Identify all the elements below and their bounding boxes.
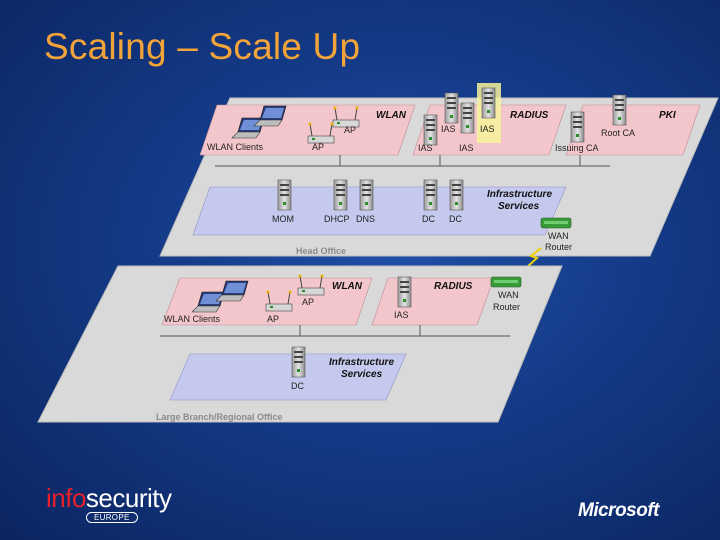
wan-router-icon [490,276,522,288]
server-icon [423,179,438,211]
ap-label: AP [312,142,324,152]
branch-wlan-panel: WLAN AP AP WLAN Clients [161,274,373,326]
branch-wlan-header: WLAN [332,281,363,292]
infra-header: Services [498,201,540,212]
dc-label: DC [422,214,435,224]
infosecurity-logo: infosecurity EUROPE [46,483,172,523]
ias-label: IAS [459,143,474,153]
ap-label: AP [267,314,279,324]
branch-infra-panel: Infrastructure Services DC [169,346,407,401]
head-radius-panel: RADIUS IAS IAS IAS IAS [412,83,567,156]
ap-label: AP [344,125,356,135]
server-icon [481,87,496,119]
server-icon [570,111,585,143]
infra-header: Services [341,369,383,380]
logo-region-text: EUROPE [86,512,138,523]
server-icon [444,92,459,124]
ias-label: IAS [394,310,409,320]
ias-label: IAS [441,124,456,134]
logo-security-text: security [85,483,172,513]
root-ca-label: Root CA [601,128,635,138]
wan-link-icon [525,247,542,269]
dhcp-label: DHCP [324,214,350,224]
server-icon [359,179,374,211]
server-icon [423,114,438,146]
server-icon [460,102,475,134]
issuing-ca-label: Issuing CA [555,143,599,153]
dc-label: DC [449,214,462,224]
wlan-clients-label: WLAN Clients [207,142,264,152]
head-wlan-panel: WLAN AP AP WLAN Clients [199,104,416,156]
head-office-label: Head Office [296,246,346,256]
head-wlan-header: WLAN [376,110,407,121]
mom-label: MOM [272,214,294,224]
server-icon [612,94,627,126]
wan-router-label: Router [493,302,520,312]
microsoft-logo: Microsoft [578,500,660,521]
ias-label: IAS [480,124,495,134]
head-radius-header: RADIUS [510,110,549,121]
dc-label: DC [291,381,304,391]
infra-header: Infrastructure [487,189,552,200]
server-icon [449,179,464,211]
infra-header: Infrastructure [329,357,394,368]
server-icon [277,179,292,211]
wan-router-label: Router [545,242,572,252]
head-infra-panel: Infrastructure Services MOM DHCP DNS DC … [192,179,567,236]
wlan-clients-label: WLAN Clients [164,314,221,324]
slide-title: Scaling – Scale Up [44,26,361,67]
branch-office-label: Large Branch/Regional Office [156,412,283,422]
logo-info-text: info [46,483,86,513]
pki-header: PKI [659,110,676,121]
dns-label: DNS [356,214,375,224]
wan-router-label: WAN [498,290,519,300]
ias-label: IAS [418,143,433,153]
wan-router-icon [540,217,572,229]
server-icon [397,276,412,308]
server-icon [291,346,306,378]
wan-router-label: WAN [548,231,569,241]
server-icon [333,179,348,211]
ap-label: AP [302,297,314,307]
pki-panel: PKI Root CA Issuing CA [555,94,701,156]
branch-radius-panel: RADIUS IAS [371,276,495,326]
branch-radius-header: RADIUS [434,281,473,292]
